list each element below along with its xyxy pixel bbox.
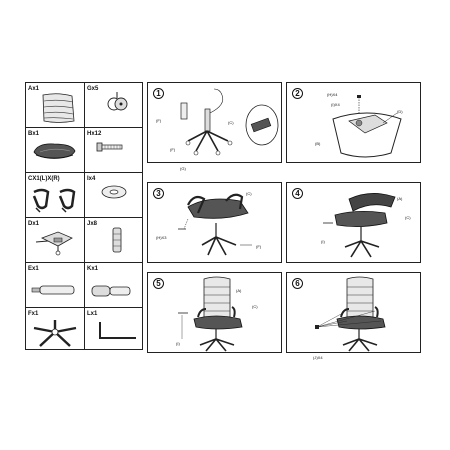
callout: (C)	[228, 120, 234, 125]
seat-icon	[33, 143, 76, 159]
part-label-c: CX1(L)X(R)	[28, 176, 60, 182]
step-number-2: 2	[292, 88, 303, 99]
callout: (H)X3	[156, 235, 167, 240]
row-divider	[25, 217, 84, 218]
callout: (G)	[180, 166, 186, 171]
row-divider	[25, 172, 84, 173]
part-label-k: Kx1	[87, 266, 99, 272]
row-divider	[84, 217, 143, 218]
callout: (C)	[252, 304, 258, 309]
step-number-5: 5	[153, 278, 164, 289]
armrest-pair-icon	[32, 188, 76, 213]
backrest-icon	[42, 93, 75, 123]
cylinder-cover-icon	[91, 285, 131, 297]
callout: (C)	[405, 215, 411, 220]
callout: (I)X4	[331, 102, 340, 107]
part-label-e: Ex1	[28, 266, 39, 272]
gas-cylinder-icon	[31, 285, 75, 295]
row-divider	[84, 127, 143, 128]
step-panel-1: 1 (F) (C) (F) (G)	[147, 82, 282, 171]
callout: (B)	[315, 141, 321, 146]
callout: (F)	[256, 244, 262, 249]
callout: (A)	[236, 288, 242, 293]
part-label-l: Lx1	[87, 311, 98, 317]
callout: (F)	[170, 147, 176, 152]
mechanism-icon	[35, 231, 73, 256]
washer-icon	[101, 185, 127, 199]
step-6-diagram	[315, 276, 386, 352]
star-base-icon	[33, 320, 77, 347]
row-divider	[25, 307, 84, 308]
caster-icon	[107, 92, 128, 111]
step-panel-5: 5 (A) (C) (I)	[147, 272, 282, 353]
callout: (I)	[176, 341, 180, 346]
step-number-6: 6	[292, 278, 303, 289]
part-label-b: Bx1	[28, 131, 40, 137]
hex-key-icon	[99, 322, 136, 339]
step-panel-4: 4 (A) (C) (I)	[286, 182, 421, 263]
step-panel-2: 2 (H)X4 (I)X4 (D) (B)	[286, 82, 421, 163]
step-2-diagram	[332, 95, 402, 158]
callout: (I)	[321, 239, 325, 244]
part-label-h: Hx12	[87, 131, 102, 137]
callout: (F)	[156, 118, 162, 123]
callout: (C)	[246, 191, 252, 196]
part-label-a: Ax1	[28, 86, 40, 92]
callout: (H)X4	[327, 92, 338, 97]
row-divider	[25, 262, 84, 263]
step-panel-6: 6 (J)X4	[286, 272, 421, 360]
step-3-diagram	[178, 193, 252, 256]
part-label-d: Dx1	[28, 221, 40, 227]
spacer-icon	[112, 227, 122, 253]
step-number-3: 3	[153, 188, 164, 199]
step-number-4: 4	[292, 188, 303, 199]
parts-divider	[84, 82, 85, 350]
row-divider	[84, 307, 143, 308]
callout: (D)	[397, 109, 403, 114]
part-label-j: Jx8	[87, 221, 98, 227]
step-5-diagram	[178, 276, 243, 352]
step-number-1: 1	[153, 88, 164, 99]
row-divider	[84, 262, 143, 263]
part-label-f: Fx1	[28, 311, 39, 317]
step-1-diagram	[180, 88, 279, 156]
row-divider	[25, 127, 84, 128]
step-4-diagram	[323, 193, 396, 258]
part-label-g: Gx5	[87, 86, 99, 92]
step-panel-3: 3 (C) (H)X3 (F)	[147, 182, 282, 263]
part-label-i: Ix4	[87, 176, 96, 182]
callout: (A)	[397, 196, 403, 201]
row-divider	[84, 172, 143, 173]
callout: (J)X4	[313, 355, 323, 360]
bolt-icon	[96, 142, 123, 152]
